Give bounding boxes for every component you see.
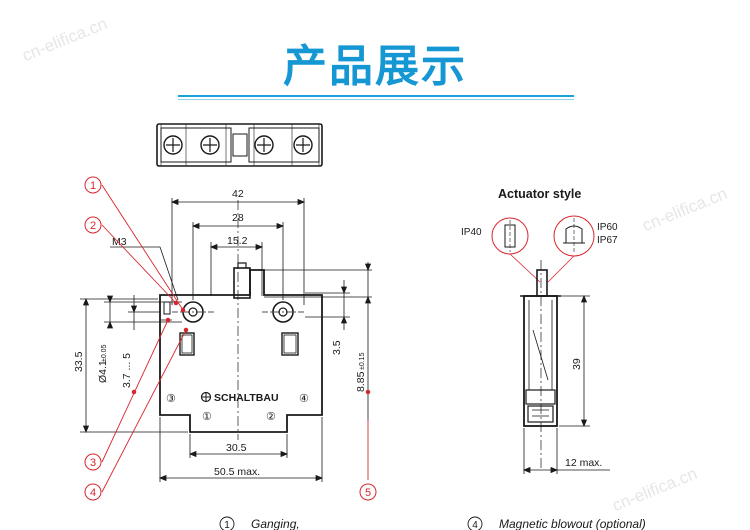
dim-39: 39	[571, 358, 583, 370]
terminal-label: ②	[266, 411, 276, 423]
callout-1: 1	[90, 180, 96, 192]
plunger	[233, 267, 251, 299]
legend-text-1: Ganging,	[251, 517, 300, 530]
front-dimension-lines	[80, 198, 372, 482]
callout-4: 4	[90, 487, 96, 499]
legend-num-4: 4	[472, 520, 478, 530]
terminal-window	[281, 332, 299, 356]
dim-12-max: 12 max.	[565, 457, 602, 469]
side-dimension-lines	[522, 294, 610, 474]
title-underline	[178, 95, 574, 97]
brand-logo-icon	[200, 391, 212, 403]
page-title: 产品展示	[283, 41, 467, 92]
actuator-style-title: Actuator style	[498, 187, 581, 201]
dim-28: 28	[232, 212, 244, 224]
callouts	[84, 176, 377, 501]
terminal-label: ①	[202, 411, 212, 423]
brand-name: SCHALTBAU	[214, 392, 279, 404]
dim-d4-1: Ø4.1	[97, 360, 109, 383]
ip-labels: IP40 IP60 IP67	[461, 222, 618, 246]
side-dimension-text: 39 12 max.	[565, 358, 602, 469]
terminal-label: ④	[299, 393, 309, 405]
dim-33-5: 33.5	[73, 351, 85, 372]
front-dimension-text: 42 28 15.2 M3 33.5 Ø4.1 ±0.05 3.7 ... 5 …	[73, 188, 367, 478]
callout-numbers: 1 2 3 4 5	[90, 180, 371, 499]
legend-text-4: Magnetic blowout (optional)	[499, 517, 646, 530]
top-view	[156, 123, 323, 167]
dim-8-85: 8.85	[355, 371, 367, 392]
callout-3: 3	[90, 457, 96, 469]
terminal-window	[179, 332, 195, 356]
dim-15-2: 15.2	[227, 235, 248, 247]
legend: 1 Ganging, 4 Magnetic blowout (optional)	[219, 516, 646, 530]
side-plunger	[536, 269, 548, 297]
dim-d4-1-tol: ±0.05	[101, 344, 108, 362]
terminal-label: ③	[166, 393, 176, 405]
ip60-label: IP60	[597, 222, 618, 233]
legend-num-1: 1	[224, 520, 230, 530]
dim-42: 42	[232, 188, 244, 200]
ip67-label: IP67	[597, 235, 618, 246]
dim-8-85-tol: ±0.15	[359, 352, 366, 370]
title-underline-thin	[178, 99, 574, 100]
callout-2: 2	[90, 220, 96, 232]
dim-3-5: 3.5	[331, 340, 343, 355]
dim-50-5: 50.5 max.	[214, 466, 260, 478]
front-labels: SCHALTBAU ① ② ③ ④	[166, 391, 309, 423]
dim-30-5: 30.5	[226, 442, 247, 454]
dim-3-7-5: 3.7 ... 5	[121, 353, 133, 388]
front-view	[159, 200, 323, 440]
ip40-label: IP40	[461, 227, 482, 238]
mounting-hole	[272, 301, 294, 323]
callout-5: 5	[365, 487, 371, 499]
side-view	[520, 260, 561, 470]
actuator-details	[491, 215, 595, 283]
